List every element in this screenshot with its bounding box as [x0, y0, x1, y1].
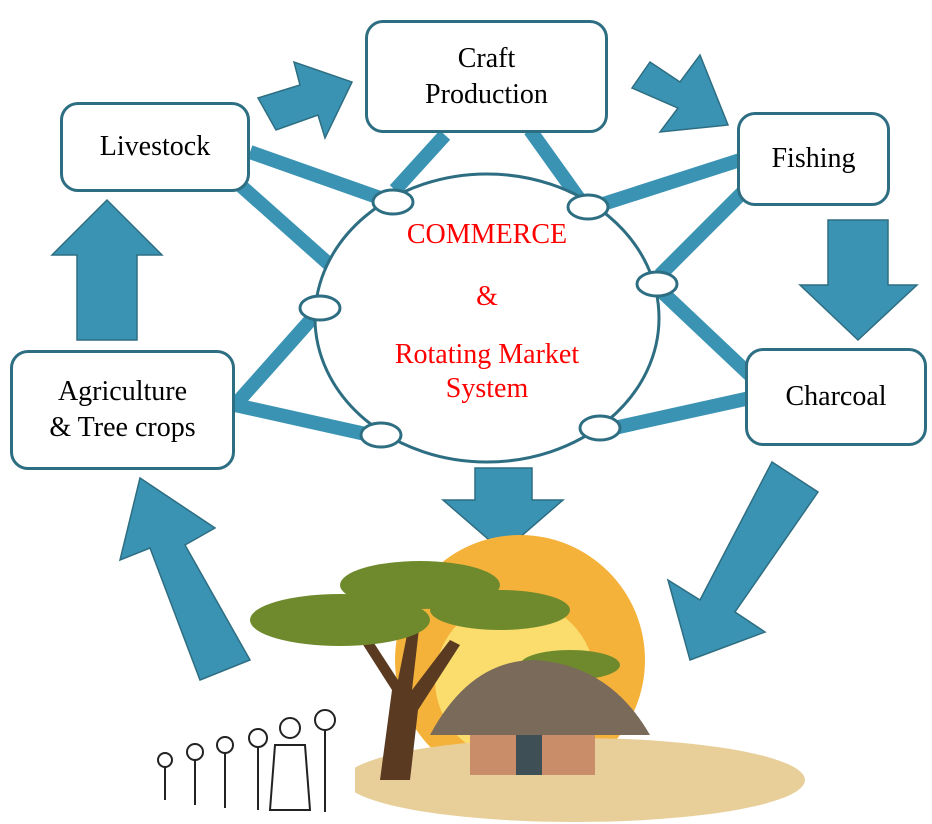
hub-line2: &	[476, 281, 498, 312]
connector-charcoal-top	[655, 284, 755, 381]
port-left	[298, 294, 342, 322]
agriculture-line2: & Tree crops	[49, 412, 196, 443]
node-charcoal: Charcoal	[745, 348, 927, 446]
person-5-body	[268, 744, 312, 811]
person-5-head	[279, 717, 301, 739]
arrow-charcoal-to-village	[666, 460, 820, 661]
livestock-label: Livestock	[99, 131, 211, 162]
connector-fishing-bottom	[655, 185, 750, 280]
connector-craft-left	[389, 130, 451, 195]
acacia-tree-icon	[360, 620, 460, 780]
canopy-3	[430, 590, 570, 630]
connector-livestock-bottom	[235, 179, 335, 271]
arrow-fishing-to-charcoal	[798, 219, 919, 342]
port-bottom-right	[578, 414, 622, 442]
hub-text: COMMERCE & Rotating Market System	[360, 218, 614, 406]
charcoal-label: Charcoal	[785, 381, 887, 412]
connector-agri-top	[229, 310, 321, 410]
hub-line1: COMMERCE	[406, 219, 568, 250]
arrow-hub-to-village	[440, 467, 566, 553]
node-agriculture: Agriculture & Tree crops	[10, 350, 235, 470]
connector-agri-bottom	[233, 398, 372, 442]
node-livestock: Livestock	[60, 102, 250, 192]
port-top-right	[566, 193, 610, 221]
hub-line4: System	[445, 373, 529, 404]
hub-ports	[298, 188, 679, 449]
connector-fishing-top	[597, 153, 743, 212]
node-craft-production: Craft Production	[365, 20, 608, 133]
node-fishing: Fishing	[737, 112, 890, 206]
arrow-livestock-to-craft	[256, 60, 354, 141]
hub-line3: Rotating Market	[394, 339, 580, 370]
arrow-agri-to-livestock	[50, 198, 164, 341]
port-top-left	[371, 188, 415, 216]
ground-icon	[345, 738, 805, 822]
arrow-village-to-agri	[118, 476, 252, 681]
connector-craft-right	[524, 125, 586, 205]
port-bottom-left	[359, 421, 403, 449]
village-illustration	[140, 535, 805, 822]
tree-canopy	[250, 561, 620, 680]
flow-arrows	[50, 53, 919, 681]
craft-line1: Craft	[457, 42, 516, 74]
agriculture-line1: Agriculture	[57, 376, 188, 407]
fishing-label: Fishing	[771, 143, 856, 174]
craft-line2: Production	[425, 78, 548, 110]
connectors	[229, 125, 755, 442]
canopy-1	[250, 594, 430, 646]
hut-roof-icon	[430, 660, 650, 735]
connector-livestock-top	[247, 145, 383, 205]
connector-charcoal-bottom	[603, 391, 752, 437]
villagers-icon	[140, 690, 355, 820]
port-right	[635, 270, 679, 298]
arrow-craft-to-fishing	[630, 53, 730, 133]
